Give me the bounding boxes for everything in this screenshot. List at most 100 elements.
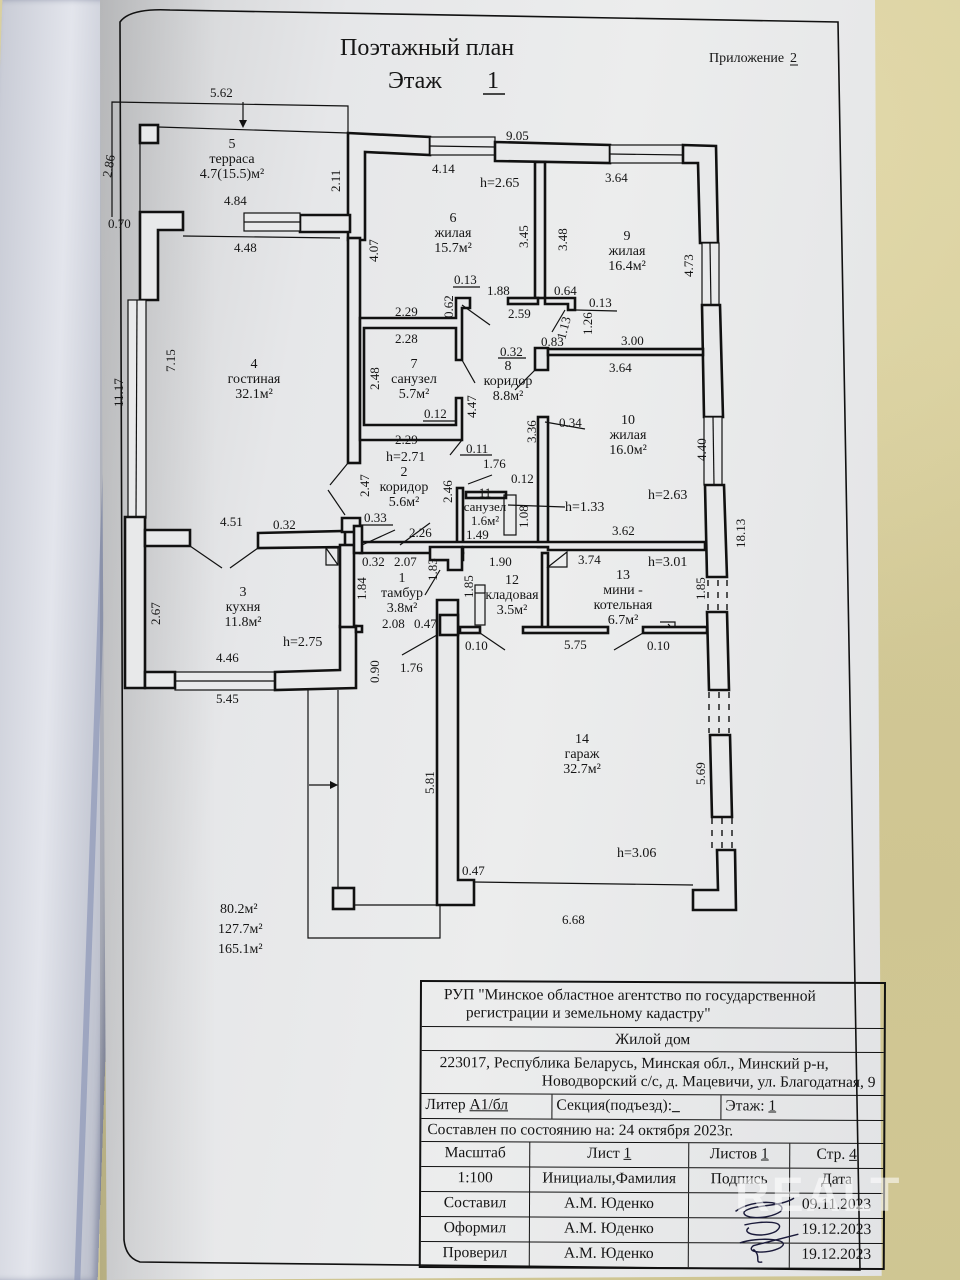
terrace-pillar xyxy=(138,123,160,145)
room-name: тамбур xyxy=(381,586,423,601)
terrace-outline xyxy=(111,101,349,217)
dim: 6.68 xyxy=(562,912,585,927)
org-line-2: регистрации и земельному кадастру" xyxy=(465,1004,711,1023)
dim: 9.05 xyxy=(506,128,529,143)
dim: 3.64 xyxy=(605,170,628,185)
state-date-row: Составлен по состоянию на: 24 октября 20… xyxy=(421,1119,884,1144)
room-name: гостиная xyxy=(228,372,281,387)
sheet-row: Масштаб Лист 1 Листов 1 Стр. 4 xyxy=(421,1141,884,1169)
person-name: А.М. Юденко xyxy=(529,1242,689,1268)
liter-row: Литер А1/бл Секция(подъезд):_ Этаж: 1 xyxy=(421,1094,884,1122)
address-line-1: 223017, Республика Беларусь, Минская обл… xyxy=(439,1054,829,1074)
person-name: А.М. Юденко xyxy=(529,1217,689,1243)
dim: 7.15 xyxy=(163,349,178,372)
section-label: Секция(подъезд): xyxy=(556,1096,673,1115)
dim: 0.13 xyxy=(454,272,477,287)
dim: 2.48 xyxy=(367,367,382,390)
dim: 0.33 xyxy=(364,510,387,525)
wall-kitchen-top xyxy=(256,529,347,550)
signatory-row: Составил А.М. Юденко 09.11.2023 xyxy=(420,1191,884,1219)
dim: 0.12 xyxy=(424,406,447,421)
tb-floor-cell: Этаж: 1 xyxy=(721,1095,883,1120)
room-number: 7 xyxy=(411,357,418,372)
wall-left-lower xyxy=(123,515,147,690)
dim: 2.28 xyxy=(395,331,418,346)
date: 19.12.2023 xyxy=(801,1245,872,1263)
address-cell: 223017, Республика Беларусь, Минская обл… xyxy=(421,1051,884,1097)
wall-kitchen-right xyxy=(338,543,356,629)
dim: 3.62 xyxy=(612,523,635,538)
dim: 1.76 xyxy=(483,456,506,471)
sheets-value: 1 xyxy=(760,1145,769,1163)
dim: 4.40 xyxy=(694,438,709,461)
wall-right-5 xyxy=(691,848,738,912)
organization-cell: РУП "Минское областное агентство по госу… xyxy=(421,982,884,1029)
room-name: коридор xyxy=(380,480,429,495)
room-area: 11.8м² xyxy=(224,615,261,630)
dimensions: 5.62 2.86 0.70 2.11 4.84 4.48 9.05 4.14 … xyxy=(99,85,748,927)
room-name: мини - xyxy=(603,583,643,598)
sheets-label: Листов xyxy=(709,1145,758,1163)
dim: 4.14 xyxy=(432,161,455,176)
room-9-label: 9 жилая 16.4м² xyxy=(608,229,646,274)
liter-cell: Литер А1/бл xyxy=(421,1094,553,1119)
dim: 2.29 xyxy=(395,432,418,447)
room-name: жилая xyxy=(608,244,646,259)
height-room-11: h=1.33 xyxy=(565,500,604,515)
dim: 0.62 xyxy=(441,295,456,318)
room-name: коридор xyxy=(484,374,533,389)
dim: 3.45 xyxy=(516,225,531,248)
room-name-line-2: котельная xyxy=(594,598,653,613)
dim: 2.47 xyxy=(357,474,372,497)
page-label: Стр. xyxy=(816,1145,846,1163)
liter-label: Литер xyxy=(425,1096,466,1114)
room-area: 32.1м² xyxy=(235,387,273,402)
room-area: 4.7(15.5)м² xyxy=(200,167,264,182)
total-overall-area: 165.1м² xyxy=(218,942,263,957)
role: Составил xyxy=(420,1191,531,1217)
signature-cell xyxy=(688,1193,791,1218)
wall-right-4 xyxy=(708,733,734,819)
total-general-area: 127.7м² xyxy=(218,922,263,937)
dim: 18.13 xyxy=(733,519,748,548)
date: 09.11.2023 xyxy=(801,1195,872,1213)
height-room-14: h=3.06 xyxy=(617,846,656,861)
sheets-cell: Листов 1 xyxy=(689,1143,791,1168)
page-frame xyxy=(119,8,861,1271)
carport-pillar xyxy=(331,886,356,911)
room-number: 11 xyxy=(479,485,492,500)
room-name: терраса xyxy=(209,152,255,167)
person-name: А.М. Юденко xyxy=(529,1192,690,1218)
dim: 2.07 xyxy=(394,554,417,569)
floor-label: Этаж xyxy=(388,68,442,94)
address-line-2: Новодворский с/с, д. Мацевичи, ул. Благо… xyxy=(541,1072,876,1092)
room-number: 3 xyxy=(240,585,247,600)
dim: 0.13 xyxy=(589,295,612,310)
room-6-label: 6 жилая 15.7м² xyxy=(434,211,472,256)
room-number: 8 xyxy=(505,359,512,374)
dim: 0.10 xyxy=(647,638,670,653)
wall-6-9 xyxy=(533,160,547,300)
signatory-rows: Составил А.М. Юденко 09.11.2023 Оформил … xyxy=(420,1191,884,1268)
dim: 2.26 xyxy=(409,525,432,540)
room-area: 16.4м² xyxy=(608,259,646,274)
wall-10-left xyxy=(536,415,550,549)
dim: 1.83 xyxy=(425,558,440,581)
wall-living-right xyxy=(346,236,362,465)
role: Оформил xyxy=(420,1216,530,1242)
room-name: кладовая xyxy=(485,588,539,603)
dim: 4.51 xyxy=(220,514,243,529)
dim: 4.84 xyxy=(224,193,247,208)
room-area: 32.7м² xyxy=(563,762,601,777)
title-block: РУП "Минское областное агентство по госу… xyxy=(418,980,886,1270)
room-number: 10 xyxy=(621,413,635,428)
room-name: жилая xyxy=(609,428,647,443)
section-value: _ xyxy=(672,1097,680,1115)
room-number: 12 xyxy=(505,573,519,588)
wall-top-right xyxy=(681,143,720,245)
carport-outline xyxy=(307,690,441,939)
floor-number: 1 xyxy=(487,68,499,94)
sheet-label: Лист xyxy=(587,1144,620,1162)
dim: 5.69 xyxy=(693,762,708,785)
role: Проверил xyxy=(420,1241,530,1267)
